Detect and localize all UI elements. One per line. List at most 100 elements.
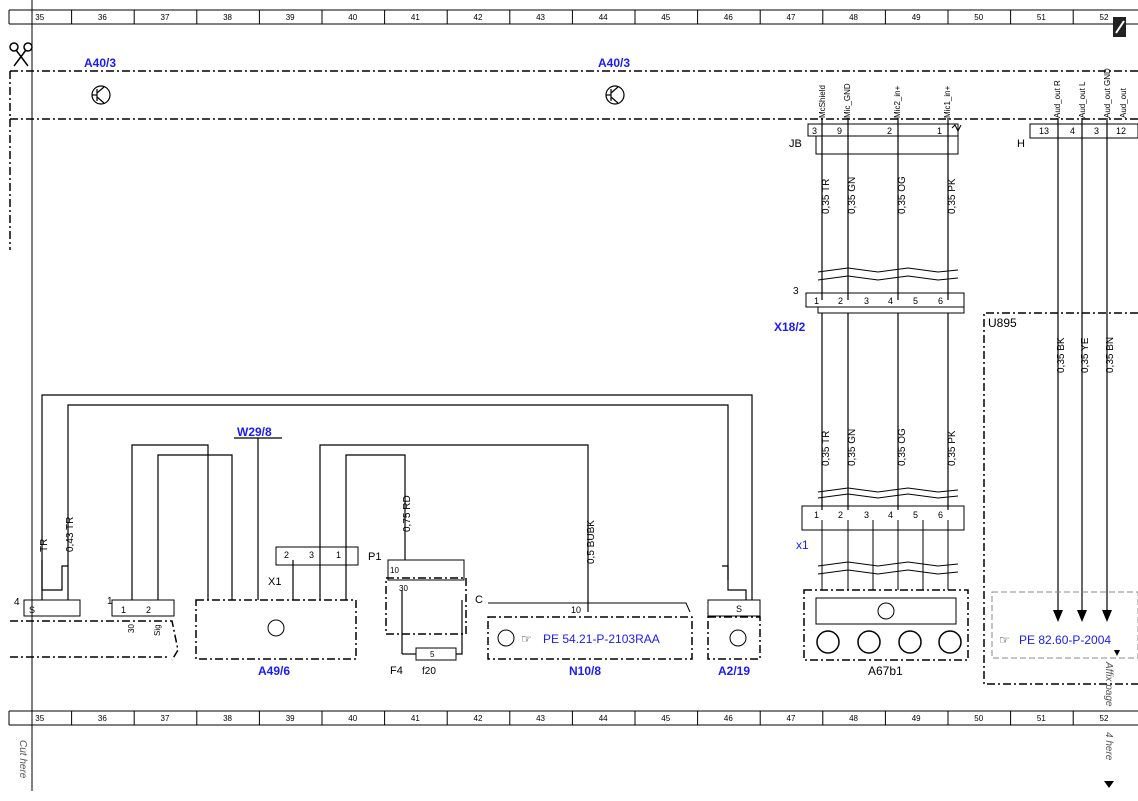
- left-s-connector: [23, 599, 175, 617]
- n10-8-component: [487, 602, 693, 660]
- svg-text:5: 5: [913, 510, 918, 520]
- column-number-50: 50: [974, 13, 983, 22]
- x1-right-connector: [801, 487, 965, 590]
- left-loop-wires: [41, 394, 753, 612]
- svg-text:0,35 PK: 0,35 PK: [947, 178, 958, 214]
- column-number-40: 40: [348, 13, 357, 22]
- column-number-50: 50: [974, 714, 983, 723]
- column-number-40: 40: [348, 714, 357, 723]
- column-number-52: 52: [1100, 714, 1109, 723]
- affix-page-note: Affix page: [1103, 661, 1114, 707]
- svg-text:6: 6: [938, 296, 943, 306]
- svg-text:0,75 RD: 0,75 RD: [402, 495, 413, 532]
- a40-3-right-label: A40/3: [598, 56, 630, 70]
- ground-1-label: 1: [107, 596, 113, 607]
- u895-box: [983, 312, 1138, 685]
- n10-pin-label: 10: [571, 605, 581, 615]
- column-number-36: 36: [98, 714, 107, 723]
- a2-19-s-pin: S: [736, 604, 742, 614]
- upper-wire-labels: 0,35 TR 0,35 GN 0,35 OG 0,35 PK: [821, 176, 958, 214]
- svg-text:0,35 PK: 0,35 PK: [947, 430, 958, 466]
- u895-label: U895: [988, 316, 1017, 330]
- cut-here-note: Cut here: [17, 740, 28, 779]
- svg-text:5: 5: [430, 650, 435, 659]
- svg-text:1: 1: [814, 296, 819, 306]
- column-number-39: 39: [286, 13, 295, 22]
- a67b1-component: [803, 589, 969, 661]
- h-pin-numbers: 13 4 3 12: [1039, 126, 1126, 136]
- a67b1-label: A67b1: [868, 664, 903, 678]
- column-number-38: 38: [223, 714, 232, 723]
- svg-text:2: 2: [284, 550, 289, 560]
- x1-right-label: x1: [796, 538, 809, 552]
- down-arrow-icon: [1104, 781, 1114, 788]
- svg-text:0,35 BN: 0,35 BN: [1105, 337, 1116, 373]
- svg-text:2: 2: [887, 126, 892, 136]
- left-wire-labels: TR 0,43 TR 0,75 RD 0,5 BUBK: [39, 495, 597, 564]
- svg-text:1: 1: [937, 126, 942, 136]
- svg-text:0,35 TR: 0,35 TR: [821, 431, 832, 466]
- c-label: C: [475, 594, 483, 606]
- svg-text:0,35 YE: 0,35 YE: [1080, 337, 1091, 373]
- column-number-47: 47: [787, 13, 796, 22]
- svg-text:1: 1: [336, 550, 341, 560]
- p1-pins: 10 30 5: [390, 566, 435, 659]
- w29-8-label: W29/8: [237, 425, 272, 439]
- pen-icon: [1113, 17, 1126, 37]
- column-number-46: 46: [724, 714, 733, 723]
- svg-text:0,35 GN: 0,35 GN: [847, 429, 858, 466]
- a40-3-left-label: A40/3: [84, 56, 116, 70]
- jb-label: JB: [789, 138, 802, 150]
- svg-text:2: 2: [838, 296, 843, 306]
- lower-wire-labels: 0,35 TR 0,35 GN 0,35 OG 0,35 PK: [821, 428, 958, 466]
- p1-component: [385, 559, 467, 661]
- pe-54-ref-link[interactable]: PE 54.21-P-2103RAA: [543, 632, 660, 646]
- x1-left-pins: 2 3 1: [284, 550, 341, 560]
- column-number-43: 43: [536, 13, 545, 22]
- hand-pointer-icon: ☞: [999, 633, 1010, 647]
- column-number-35: 35: [35, 13, 44, 22]
- column-number-39: 39: [286, 714, 295, 723]
- column-number-45: 45: [661, 13, 670, 22]
- pin-label-mic1: Mic1_in+: [943, 85, 952, 118]
- pin-label-mic-gnd: Mic_GND: [843, 83, 852, 118]
- pin-label-mic2: Mic2_in+: [893, 85, 902, 118]
- svg-text:0,35 TR: 0,35 TR: [821, 179, 832, 214]
- svg-text:3: 3: [864, 296, 869, 306]
- pin-label-aud-gnd: Aud_out GND: [1103, 68, 1112, 118]
- column-number-49: 49: [912, 13, 921, 22]
- pe-82-ref-link[interactable]: PE 82.60-P-2004: [1019, 633, 1111, 647]
- column-number-41: 41: [411, 13, 420, 22]
- svg-text:3: 3: [1094, 126, 1099, 136]
- upper-wires: [821, 118, 1108, 620]
- svg-text:3: 3: [864, 510, 869, 520]
- column-number-49: 49: [912, 714, 921, 723]
- h-label: H: [1017, 138, 1025, 150]
- column-number-45: 45: [661, 714, 670, 723]
- svg-text:30: 30: [127, 624, 136, 633]
- column-number-44: 44: [599, 13, 608, 22]
- column-number-42: 42: [474, 714, 483, 723]
- x1-left-label: X1: [268, 576, 281, 588]
- p1-label: P1: [368, 551, 381, 563]
- pe-82-ref-box: [991, 591, 1138, 659]
- f20-label: f20: [422, 666, 436, 677]
- column-number-36: 36: [98, 13, 107, 22]
- svg-text:4: 4: [888, 510, 893, 520]
- column-number-48: 48: [849, 714, 858, 723]
- column-number-44: 44: [599, 714, 608, 723]
- a40-3-left-transistor-icon: [91, 85, 111, 105]
- svg-text:6: 6: [938, 510, 943, 520]
- a2-19-label: A2/19: [718, 664, 750, 678]
- pin-label-aud-r: Aud_out R: [1053, 80, 1062, 118]
- top-pin-labels: McShield Mic_GND Mic2_in+ Mic1_in+ Aud_o…: [818, 68, 1128, 118]
- svg-text:0,35 OG: 0,35 OG: [897, 176, 908, 214]
- column-number-35: 35: [35, 714, 44, 723]
- a40-3-right-transistor-icon: [605, 85, 625, 105]
- a49-6-component: [195, 546, 359, 660]
- scissors-icon: [9, 42, 33, 67]
- a49-6-label: A49/6: [258, 664, 290, 678]
- svg-text:5: 5: [913, 296, 918, 306]
- svg-text:9: 9: [837, 126, 842, 136]
